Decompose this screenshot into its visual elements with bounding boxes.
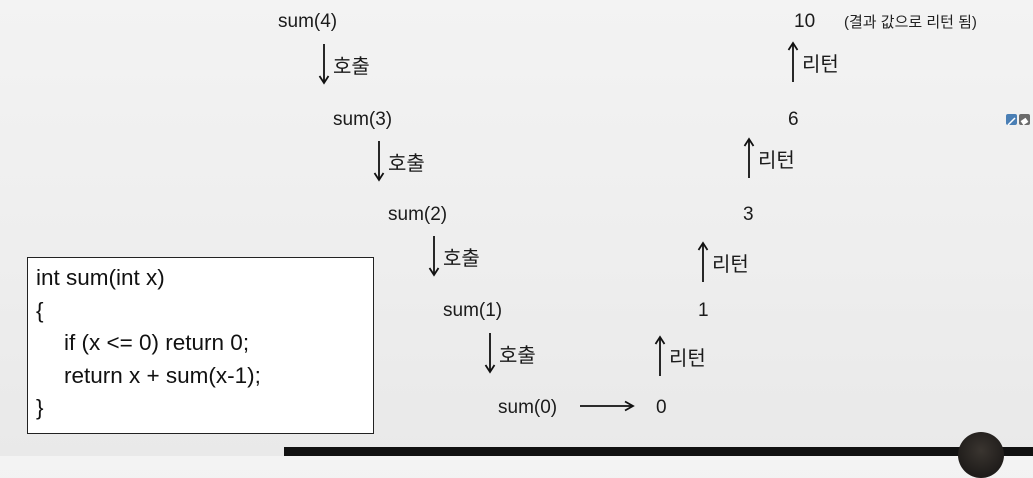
return-arrow-4: 리턴: [654, 334, 706, 378]
call-arrow-4: 호출: [484, 331, 536, 375]
return-value-10: 10: [794, 11, 816, 32]
return-value-3: 3: [743, 204, 754, 225]
up-arrow-icon: [743, 137, 755, 178]
call-label: 호출: [499, 344, 536, 367]
return-label: 리턴: [802, 53, 839, 76]
call-sum-3: sum(3): [333, 109, 393, 130]
call-arrow-3: 호출: [428, 234, 480, 278]
up-arrow-icon: [787, 41, 799, 82]
down-arrow-icon: [484, 333, 496, 374]
call-sum-2: sum(2): [388, 204, 448, 225]
call-sum-0: sum(0): [498, 397, 558, 418]
return-arrow-3: 리턴: [697, 240, 749, 284]
call-sum-1: sum(1): [443, 300, 503, 321]
result-note: (결과 값으로 리턴 됨): [844, 14, 977, 31]
code-line-signature: int sum(int x): [36, 265, 165, 290]
pen-tool-icon[interactable]: [1006, 114, 1017, 126]
call-label: 호출: [388, 152, 425, 175]
code-line-recursive-return: return x + sum(x-1);: [64, 362, 261, 388]
code-line-open-brace: {: [36, 297, 44, 323]
return-value-0: 0: [656, 397, 667, 418]
code-box: int sum(int x) { if (x <= 0) return 0; r…: [27, 257, 374, 434]
return-arrow-2: 리턴: [743, 136, 795, 180]
call-arrow-2: 호출: [373, 139, 425, 183]
down-arrow-icon: [373, 141, 385, 182]
code-line-close-brace: }: [36, 395, 44, 420]
eraser-tool-icon[interactable]: [1019, 114, 1030, 126]
return-value-6: 6: [788, 109, 799, 130]
return-label: 리턴: [712, 253, 749, 276]
down-arrow-icon: [428, 236, 440, 277]
down-arrow-icon: [318, 44, 330, 85]
presenter-avatar: [958, 432, 1004, 478]
call-label: 호출: [443, 247, 480, 270]
right-arrow-icon: [580, 400, 635, 412]
call-label: 호출: [333, 55, 370, 78]
return-label: 리턴: [758, 149, 795, 172]
video-overlay-bar: [284, 447, 1033, 456]
call-arrow-1: 호출: [318, 42, 370, 86]
side-toolbar: [1006, 114, 1030, 126]
call-sum-4: sum(4): [278, 11, 338, 32]
up-arrow-icon: [697, 241, 709, 282]
up-arrow-icon: [654, 335, 666, 376]
code-line-base-case: if (x <= 0) return 0;: [64, 330, 250, 355]
return-arrow-1: 리턴: [787, 40, 839, 84]
return-label: 리턴: [669, 347, 706, 370]
return-value-1: 1: [698, 300, 709, 321]
